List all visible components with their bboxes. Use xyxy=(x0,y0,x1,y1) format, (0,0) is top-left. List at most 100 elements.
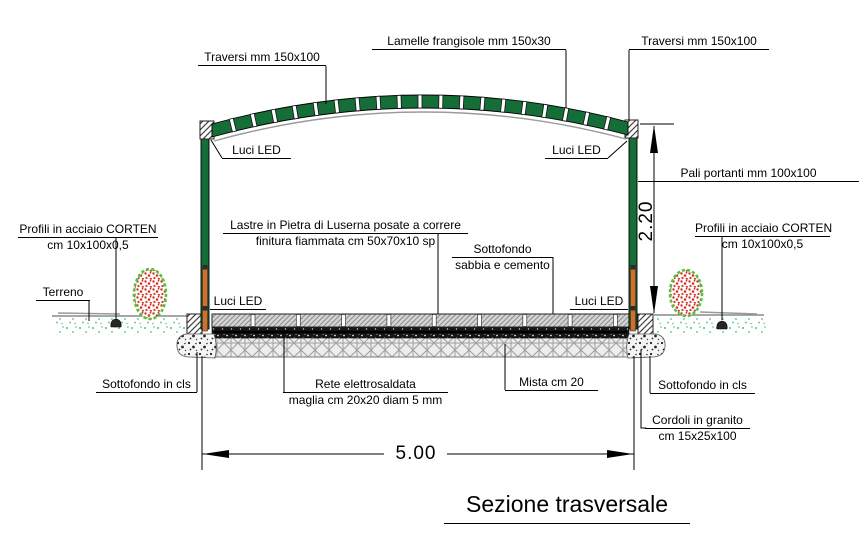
callout-text: Pali portanti mm 100x100 xyxy=(680,166,817,180)
callout-text: Cordoli in granito xyxy=(652,413,743,427)
callout-text: sabbia e cemento xyxy=(455,258,550,272)
leader-shelf xyxy=(638,181,859,182)
leader-shelf xyxy=(18,237,158,238)
louvre-joint xyxy=(228,117,237,133)
callout-traversi-left: Traversi mm 150x100 xyxy=(198,50,326,66)
callout-luci-led-top-left: Luci LED xyxy=(222,143,291,159)
leader-shelf xyxy=(505,390,598,391)
callout-mista: Mista cm 20 xyxy=(505,375,598,391)
leader-shelf xyxy=(629,49,769,50)
callout-text: Sottofondo in cls xyxy=(102,377,191,391)
leader-shelf xyxy=(283,392,448,393)
callout-sottofondo-cls-left: Sottofondo in cls xyxy=(96,377,197,393)
callout-text: cm 10x100x0,5 xyxy=(721,237,804,251)
leader-shelf xyxy=(650,393,755,394)
terrain-left xyxy=(52,312,200,335)
louvre-joint xyxy=(500,98,507,113)
leader-shelf xyxy=(545,158,608,159)
callout-sottofondo-sabbia: Sottofondo sabbia e cemento xyxy=(452,242,553,273)
callout-luci-led-top-right: Luci LED xyxy=(545,143,608,159)
terrain-right xyxy=(654,311,768,335)
leader-shelf xyxy=(645,428,750,429)
left-post xyxy=(199,120,215,332)
right-led-profile xyxy=(630,268,636,332)
callout-text: cm 10x100x0,5 xyxy=(47,238,129,252)
kerb-right xyxy=(637,313,654,338)
callout-text: Lastre in Pietra di Luserna posate a cor… xyxy=(230,218,461,232)
slab-joint xyxy=(295,314,301,327)
concrete-blob-left xyxy=(176,333,217,359)
louvre-joint xyxy=(479,96,486,111)
callout-text: cm 15x25x100 xyxy=(658,429,737,443)
slab-joint xyxy=(431,314,437,327)
callout-text: Luci LED xyxy=(552,143,601,157)
callout-text: Traversi mm 150x100 xyxy=(641,34,757,48)
concrete-blob-right xyxy=(626,333,666,359)
callout-profili-corten-left: Profili in acciaio CORTEN cm 10x100x0,5 xyxy=(18,222,158,253)
leader-shelf xyxy=(372,49,566,50)
callout-text: maglia cm 20x20 diam 5 mm xyxy=(288,393,443,407)
louvre-joint xyxy=(582,111,591,126)
dimension-width xyxy=(201,356,635,470)
leader-shelf xyxy=(36,300,90,301)
slab-joint xyxy=(386,314,392,327)
callout-cordoli: Cordoli in granito cm 15x25x100 xyxy=(645,413,750,444)
louvre-joint xyxy=(312,101,320,117)
louvre-joint xyxy=(438,94,444,109)
callout-traversi-right: Traversi mm 150x100 xyxy=(629,34,769,50)
louvre-joint xyxy=(249,112,258,128)
callout-profili-corten-right: Profili in acciaio CORTEN cm 10x100x0,5 xyxy=(695,221,833,252)
slab-joint xyxy=(613,314,618,327)
callout-sottofondo-cls-right: Sottofondo in cls xyxy=(650,378,755,394)
left-led-profile xyxy=(202,268,208,332)
louvre-joints xyxy=(228,94,612,133)
corten-profile-right xyxy=(716,320,728,330)
span-dimension-value: 5.00 xyxy=(395,443,437,464)
sand-cement-layer xyxy=(211,325,630,339)
callout-text: Luci LED xyxy=(213,294,263,308)
callout-pali-portanti: Pali portanti mm 100x100 xyxy=(638,166,859,182)
kerb-left xyxy=(186,313,203,338)
callout-lastre: Lastre in Pietra di Luserna posate a cor… xyxy=(223,218,468,249)
louvre-joint xyxy=(458,95,465,110)
louvre-joint xyxy=(291,104,299,120)
louvre-joint xyxy=(561,107,570,122)
slab-joint xyxy=(250,314,256,327)
leader-shelf xyxy=(695,236,830,237)
louvre-joint xyxy=(417,94,423,109)
leader-lines xyxy=(88,50,723,429)
gravel-layer xyxy=(198,336,642,358)
leader-shelf xyxy=(223,233,468,234)
callout-text: Mista cm 20 xyxy=(519,375,584,389)
height-dimension-value: 2.20 xyxy=(636,200,657,242)
corten-profile-left xyxy=(110,318,122,328)
leader-shelf xyxy=(452,257,553,258)
callout-text: Luci LED xyxy=(574,294,624,308)
callout-lamelle: Lamelle frangisole mm 150x30 xyxy=(372,34,566,50)
callout-text: Sottofondo xyxy=(473,242,532,256)
louvre-joint xyxy=(603,116,612,131)
bush-left xyxy=(132,267,168,321)
callout-text: Terreno xyxy=(42,285,84,299)
callout-text: Profili in acciaio CORTEN xyxy=(19,222,157,236)
louvre-joint xyxy=(354,97,361,112)
callout-text: Lamelle frangisole mm 150x30 xyxy=(387,34,551,48)
callout-text: Rete elettrosaldata xyxy=(315,377,416,391)
louvre-joint xyxy=(333,99,340,114)
callout-text: Luci LED xyxy=(232,143,281,157)
callout-text: finitura fiammata cm 50x70x10 sp xyxy=(255,234,436,248)
callout-rete: Rete elettrosaldata maglia cm 20x20 diam… xyxy=(283,377,448,408)
leader-shelf xyxy=(210,309,266,310)
callout-terreno: Terreno xyxy=(36,285,90,301)
bush-right xyxy=(668,268,704,318)
slab-joint xyxy=(477,314,482,327)
callout-text: Sottofondo in cls xyxy=(658,378,747,392)
callout-text: Traversi mm 150x100 xyxy=(204,50,320,64)
callout-text: Profili in acciaio CORTEN xyxy=(695,221,833,235)
slab-joint xyxy=(522,314,528,327)
slab-joint xyxy=(567,314,573,327)
slab-joints xyxy=(250,314,618,327)
louvre-joint xyxy=(270,108,279,124)
